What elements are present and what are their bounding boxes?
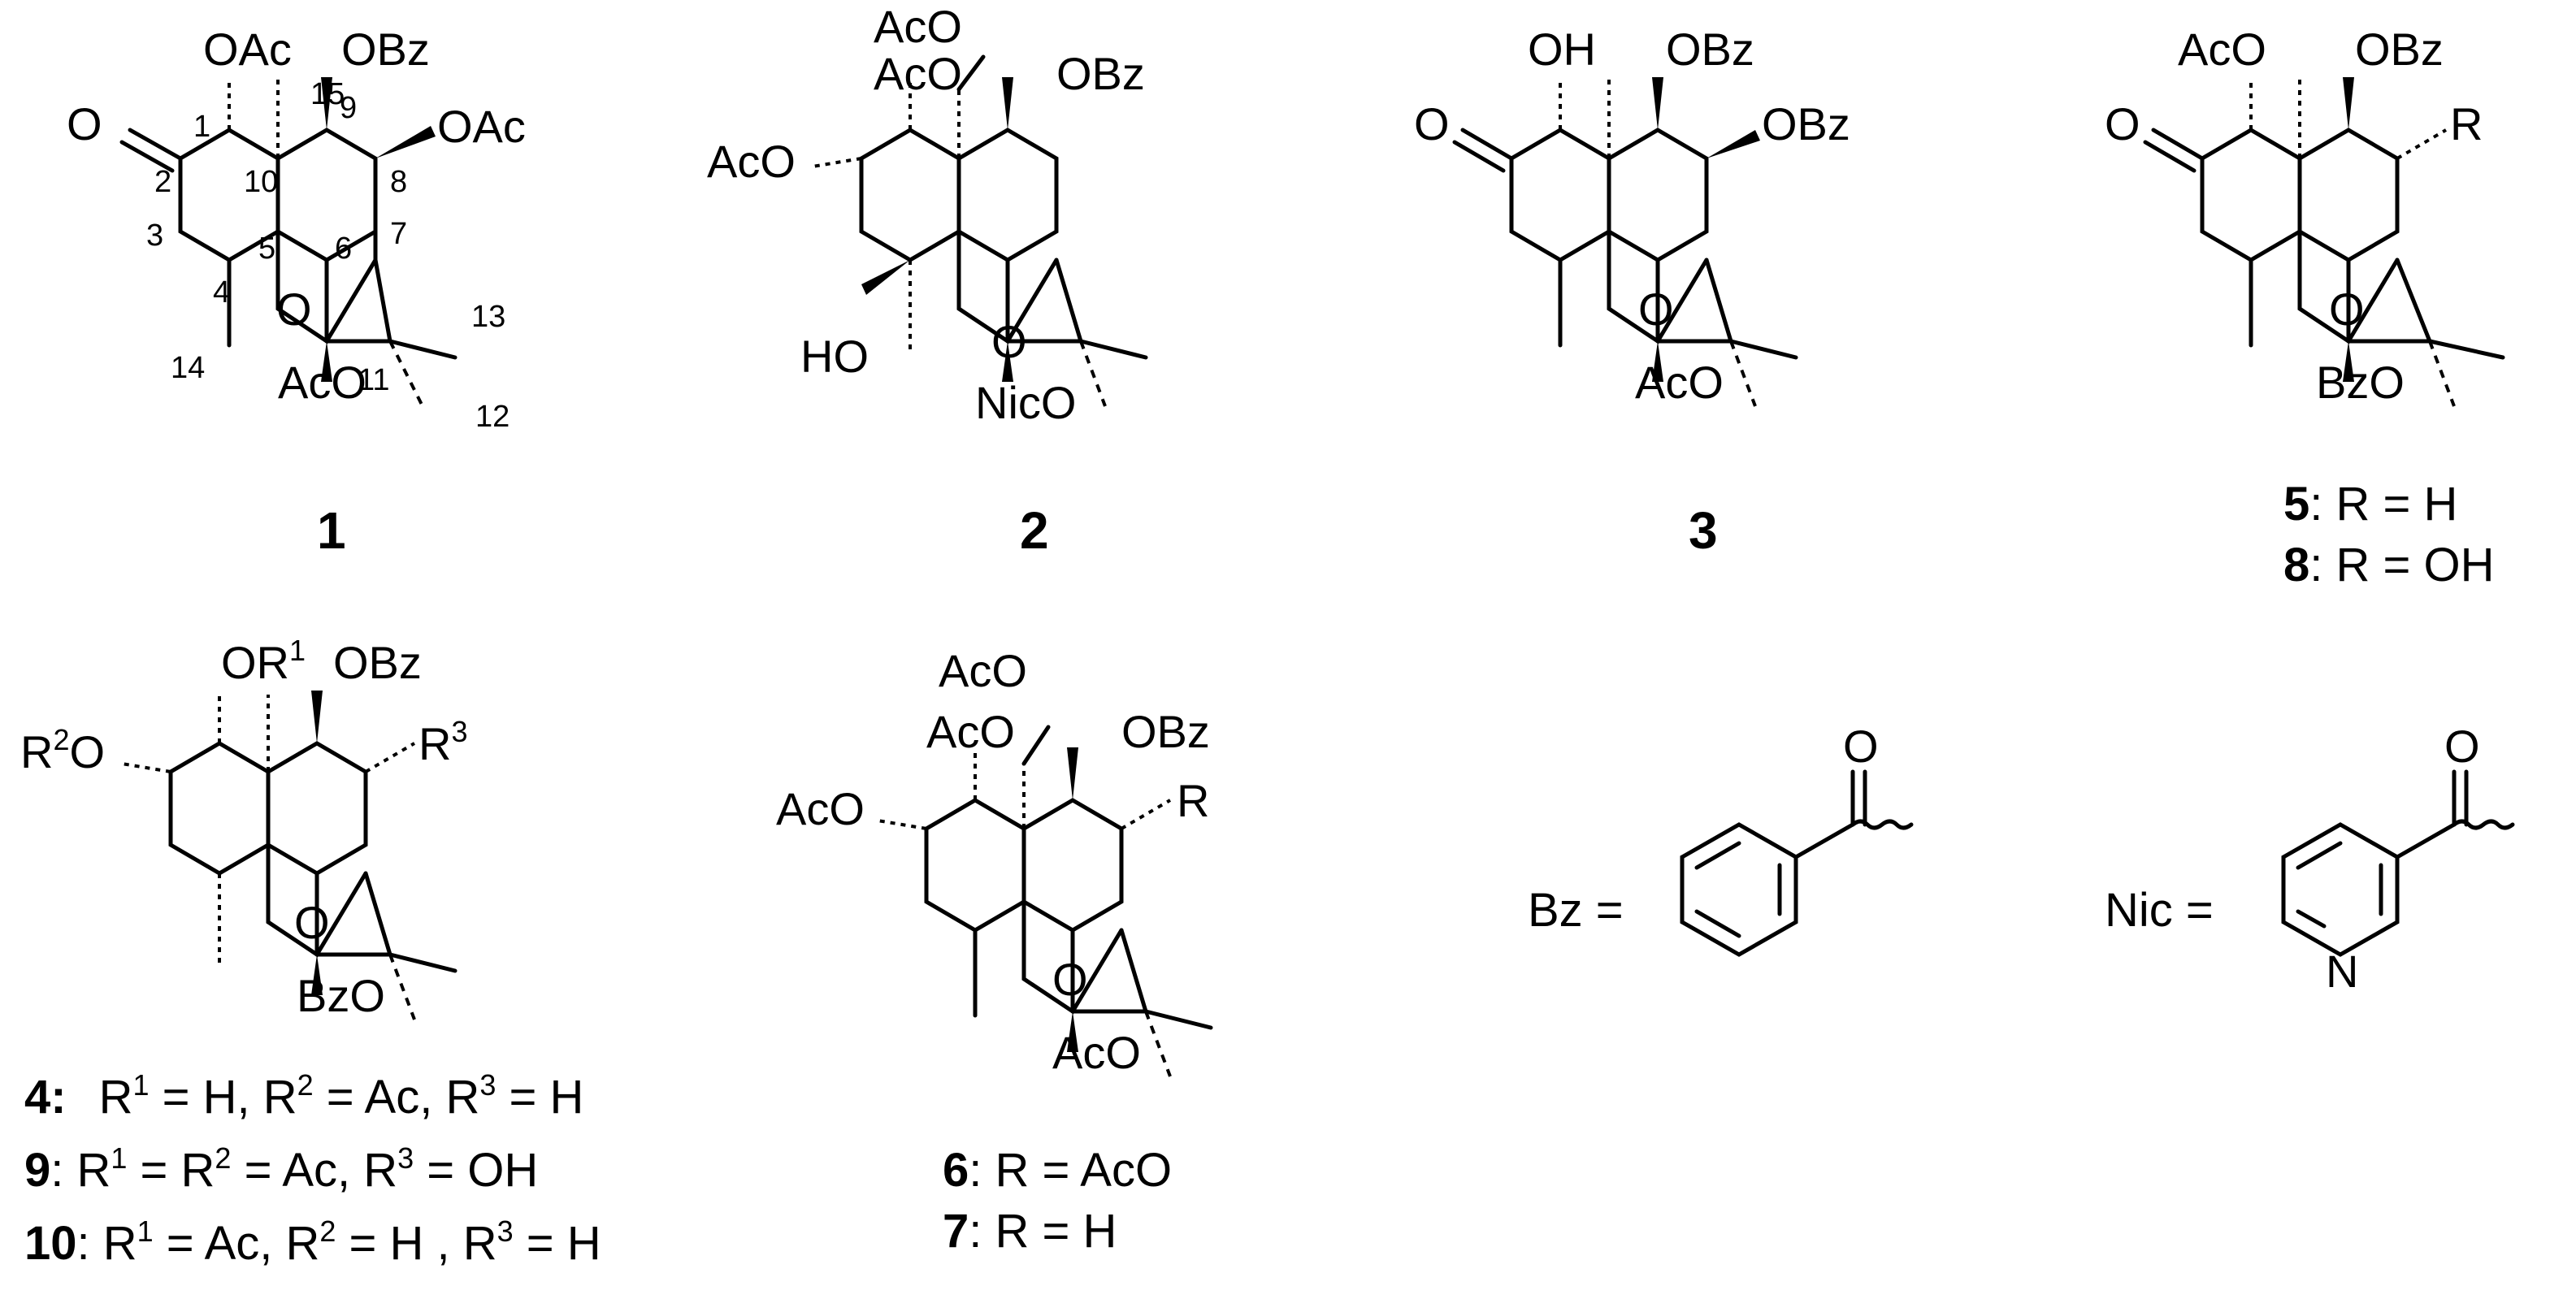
- compound-6-7-atom-aco-1: AcO: [926, 706, 1015, 757]
- compound-2-atom-aco-top: AcO: [874, 1, 962, 52]
- benzene-ring: [1680, 769, 1914, 957]
- compound-4-9-10-atom-ether-o: O: [294, 897, 330, 948]
- compound-2-atom-obz: OBz: [1056, 48, 1145, 99]
- bz-definition-label: Bz =: [1528, 884, 1624, 937]
- compound-1-position-8: 8: [390, 165, 407, 199]
- compound-1-atom-aco: AcO: [278, 357, 366, 408]
- compound-4-9-10-atom-r2o: R2O: [20, 723, 105, 777]
- compound-6-7-atom-ether-o: O: [1052, 954, 1088, 1005]
- compound-1-position-11: 11: [358, 363, 389, 397]
- compound-1-atom-oac-1: OAc: [203, 24, 292, 75]
- compound-2-atom-aco-1: AcO: [874, 48, 962, 99]
- compound-1-position-15: 15: [310, 77, 345, 111]
- compound-1-position-13: 13: [471, 300, 505, 334]
- compound-1: OAc OBz OAc O O AcO 1 15 9 8 2 10 5 6 7 …: [67, 24, 526, 560]
- compound-5-8: AcO OBz R O O BzO 5: R = H 8: R = OH: [2105, 24, 2505, 591]
- compound-6-7-atom-aco-bottom: AcO: [1052, 1027, 1141, 1078]
- compound-3-label: 3: [1689, 501, 1718, 560]
- compound-9-legend: 9: R1 = R2 = Ac, R3 = OH: [24, 1141, 538, 1197]
- compound-3-atom-aco: AcO: [1635, 357, 1724, 408]
- compound-2-label: 2: [1020, 501, 1049, 560]
- compound-2: AcO AcO OBz AcO HO O NicO 2: [707, 1, 1148, 560]
- compound-1-position-9: 9: [340, 91, 357, 125]
- compound-6-7-atom-r: R: [1177, 775, 1209, 826]
- compound-7-legend: 7: R = H: [943, 1205, 1117, 1258]
- compound-6-legend: 6: R = AcO: [943, 1144, 1172, 1197]
- pyridine-ring: [2281, 769, 2515, 957]
- compound-1-atom-oac-8: OAc: [437, 101, 526, 152]
- compound-3-atom-obz-8: OBz: [1762, 98, 1850, 149]
- nic-definition-atom-n: N: [2326, 946, 2358, 997]
- compound-2-atom-nico: NicO: [975, 377, 1076, 428]
- compound-1-atom-carbonyl-o: O: [67, 98, 102, 149]
- compound-1-position-10: 10: [244, 165, 278, 199]
- compound-1-atom-obz-9: OBz: [341, 24, 430, 75]
- compound-5-8-atom-ether-o: O: [2329, 284, 2365, 335]
- compound-2-bonds: [812, 54, 1148, 407]
- compound-1-position-3: 3: [146, 219, 163, 253]
- compound-1-atom-ether-o: O: [276, 284, 312, 335]
- nic-definition-atom-o: O: [2444, 721, 2480, 772]
- nic-definition: Nic = O N: [2105, 721, 2515, 997]
- compound-4-9-10-atom-or1: OR1: [221, 634, 306, 688]
- compound-5-legend: 5: R = H: [2283, 478, 2457, 530]
- compound-6-7-atom-obz: OBz: [1121, 706, 1210, 757]
- compound-6-7-atom-aco-top: AcO: [939, 645, 1027, 696]
- nic-definition-label: Nic =: [2105, 884, 2214, 937]
- compound-3-atom-obz-9: OBz: [1666, 24, 1754, 75]
- compound-1-position-2: 2: [154, 165, 171, 199]
- bz-definition-atom-o: O: [1843, 721, 1879, 772]
- compound-1-position-4: 4: [213, 275, 230, 310]
- compound-3-bonds: [1452, 77, 1798, 407]
- compound-1-position-12: 12: [475, 400, 510, 434]
- compound-2-atom-ether-o: O: [991, 316, 1027, 367]
- compound-5-8-bonds: [2143, 77, 2505, 407]
- compound-5-8-atom-obz: OBz: [2355, 24, 2444, 75]
- compound-5-8-atom-r: R: [2450, 98, 2483, 149]
- compound-1-label: 1: [317, 501, 346, 560]
- compound-3: OH OBz OBz O O AcO 3: [1414, 24, 1850, 560]
- compound-5-8-atom-aco: AcO: [2178, 24, 2266, 75]
- compound-5-8-atom-bzo: BzO: [2316, 357, 2405, 408]
- compound-4-9-10-bonds: [121, 691, 458, 1020]
- compound-1-position-6: 6: [335, 232, 352, 266]
- compound-2-atom-aco-3: AcO: [707, 136, 796, 187]
- compound-4-legend: 4:R1 = H, R2 = Ac, R3 = H: [24, 1068, 583, 1124]
- compound-3-atom-carbonyl-o: O: [1414, 98, 1450, 149]
- compound-3-atom-oh: OH: [1528, 24, 1596, 75]
- compound-4-9-10-atom-obz: OBz: [333, 637, 422, 688]
- compound-5-8-atom-carbonyl-o: O: [2105, 98, 2140, 149]
- bz-definition: Bz = O: [1528, 721, 1914, 957]
- compound-1-position-5: 5: [258, 232, 275, 266]
- compound-6-7-atom-aco-3: AcO: [776, 783, 865, 834]
- compound-10-legend: 10: R1 = Ac, R2 = H , R3 = H: [24, 1215, 601, 1270]
- compound-8-legend: 8: R = OH: [2283, 539, 2494, 591]
- compound-4-9-10: OR1 OBz R2O R3 O BzO 4:R1 = H, R2 = Ac, …: [20, 634, 601, 1270]
- compound-6-7: AcO AcO OBz AcO R O AcO 6: R = AcO 7: R …: [776, 645, 1213, 1258]
- compound-1-position-7: 7: [390, 217, 407, 251]
- compound-3-atom-ether-o: O: [1638, 284, 1674, 335]
- compound-4-9-10-atom-r3: R3: [418, 715, 467, 769]
- compound-6-7-bonds: [877, 725, 1213, 1077]
- compound-1-bonds: [119, 77, 458, 407]
- compound-4-9-10-atom-bzo: BzO: [297, 970, 385, 1021]
- compound-2-atom-ho: HO: [800, 331, 869, 382]
- compound-1-position-1: 1: [193, 110, 210, 144]
- compound-1-position-14: 14: [171, 351, 205, 385]
